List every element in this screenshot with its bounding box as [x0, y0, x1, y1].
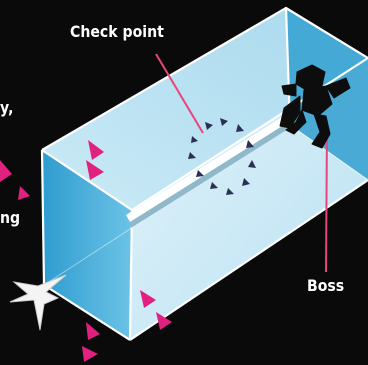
boss-leader — [326, 125, 327, 272]
boss-label: Boss — [307, 276, 344, 295]
left-text-fragment-2: ng — [0, 208, 20, 227]
left-text-fragment-1: y, — [0, 98, 13, 117]
check-point-label: Check point — [70, 22, 164, 41]
